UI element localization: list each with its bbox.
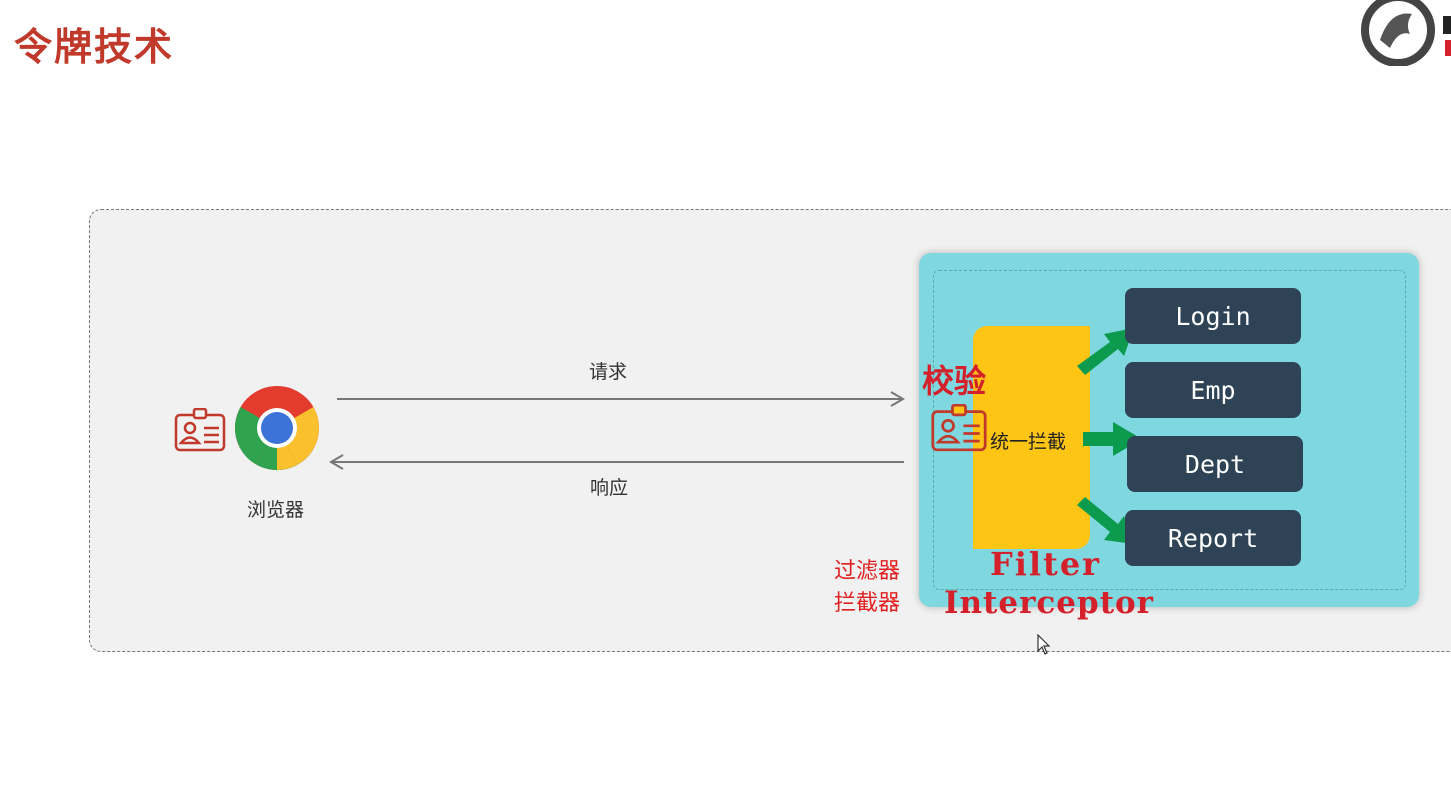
interceptor-cn-label: 拦截器: [834, 591, 901, 616]
service-login: Login: [1125, 288, 1301, 344]
browser-label: 浏览器: [247, 499, 305, 521]
gate-label: 统一拦截: [990, 431, 1067, 453]
filter-cn-label: 过滤器: [834, 559, 901, 584]
filter-annotation: Filter: [990, 545, 1102, 583]
request-label: 请求: [589, 361, 628, 383]
service-report: Report: [1125, 510, 1301, 566]
interception-gate: [973, 326, 1090, 549]
service-dept: Dept: [1127, 436, 1303, 492]
id-card-icon: [174, 407, 226, 456]
verify-annotation: 校验: [922, 362, 987, 400]
id-card-icon: [930, 403, 988, 456]
cursor-icon: [1037, 633, 1051, 660]
page-title: 令牌技术: [14, 25, 175, 69]
logo-icon: [1360, 0, 1451, 66]
interceptor-annotation: Interceptor: [944, 585, 1155, 621]
response-label: 响应: [590, 477, 629, 499]
service-emp: Emp: [1125, 362, 1301, 418]
chrome-icon: [234, 385, 320, 475]
